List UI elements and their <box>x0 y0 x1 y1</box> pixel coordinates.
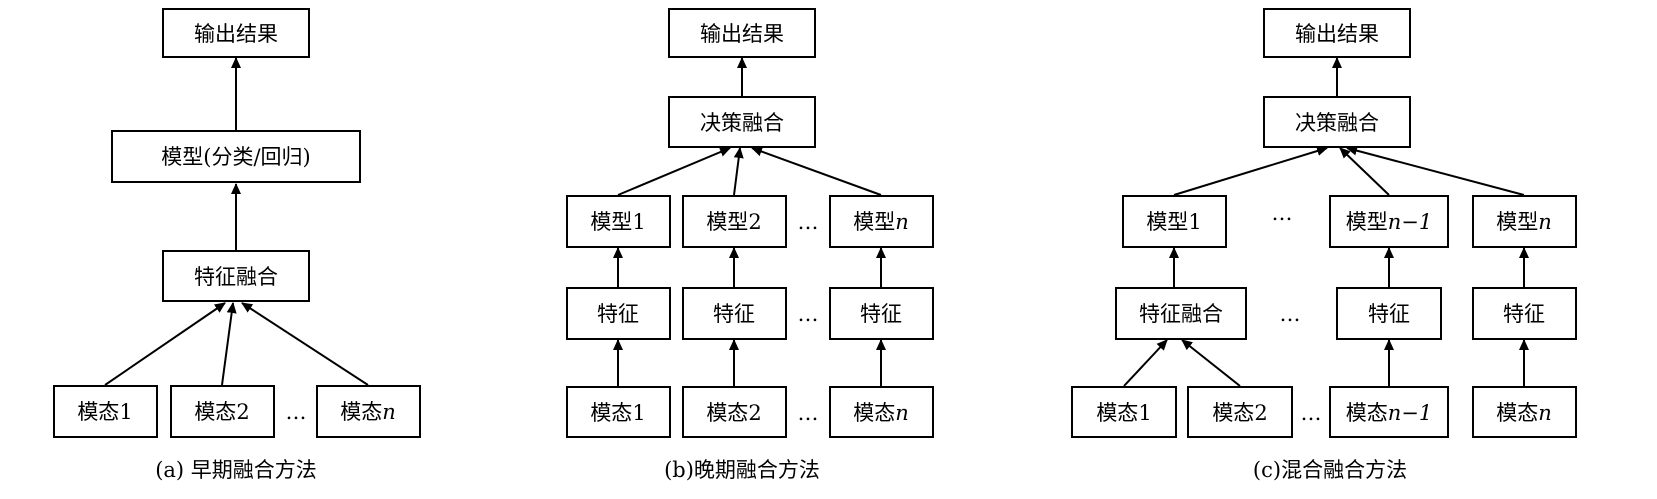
feature-label-b-1: 特征 <box>597 302 639 326</box>
output-box-b: 输出结果 <box>668 8 816 58</box>
modality-box-c-n1: 模态n−1 <box>1329 386 1449 438</box>
arrow-model2-to-decision-b <box>733 147 744 196</box>
decision-label-b: 决策融合 <box>700 111 784 135</box>
arrow-modn-to-fusion-a <box>241 302 369 386</box>
feature-box-c-n: 特征 <box>1472 287 1577 340</box>
diagram-a: 输出结果 模型(分类/回归) 特征融合 模态1 模态2 … 模态n (a) 早期… <box>53 8 421 482</box>
model-label-b-n: 模型n <box>853 210 909 234</box>
ellipsis-b-models: … <box>798 210 819 234</box>
feature-box-b-2: 特征 <box>682 287 787 340</box>
modality-label-c-n: 模态n <box>1496 401 1552 425</box>
feature-box-c-n1: 特征 <box>1336 287 1442 340</box>
feature-label-b-2: 特征 <box>713 302 755 326</box>
modality-box-b-n: 模态n <box>829 386 934 438</box>
feature-fusion-label-c: 特征融合 <box>1139 302 1223 326</box>
fusion-box-a: 特征融合 <box>162 250 310 302</box>
modality-box-b-1: 模态1 <box>566 386 671 438</box>
output-box-a: 输出结果 <box>162 8 310 58</box>
modality-box-a-1: 模态1 <box>53 385 158 438</box>
arrow-modeln-to-decision-b <box>751 146 882 196</box>
ellipsis-c-models: … <box>1272 201 1293 225</box>
decision-label-c: 决策融合 <box>1295 111 1379 135</box>
output-label-a: 输出结果 <box>194 22 278 46</box>
ellipsis-b-features: … <box>798 302 819 326</box>
model-box-c-n1: 模型n−1 <box>1329 195 1449 248</box>
model-label-c-1: 模型1 <box>1146 210 1201 234</box>
model-label-b-1: 模型1 <box>590 210 645 234</box>
model-label-b-2: 模型2 <box>706 210 761 234</box>
model-label-c-n1: 模型n−1 <box>1346 210 1432 234</box>
model-box-b-n: 模型n <box>829 195 934 248</box>
feature-label-b-n: 特征 <box>860 302 902 326</box>
modality-label-c-2: 模态2 <box>1212 401 1267 425</box>
caption-b: (b)晚期融合方法 <box>664 458 820 482</box>
ellipsis-b-modalities: … <box>798 401 819 425</box>
modality-label-b-n: 模态n <box>853 401 909 425</box>
model-label-c-n: 模型n <box>1496 210 1552 234</box>
modality-label-b-1: 模态1 <box>590 401 645 425</box>
feature-label-c-n1: 特征 <box>1368 302 1410 326</box>
output-label-b: 输出结果 <box>700 22 784 46</box>
arrow-mod1-to-fusion-a <box>104 302 226 386</box>
modality-box-b-2: 模态2 <box>682 386 787 438</box>
modality-box-c-n: 模态n <box>1472 386 1577 438</box>
ellipsis-c-features: … <box>1280 302 1301 326</box>
fusion-label-a: 特征融合 <box>194 265 278 289</box>
model-box-b-2: 模型2 <box>682 195 787 248</box>
arrow-modeln1-to-decision-c <box>1339 147 1390 196</box>
arrow-model1-to-decision-b <box>617 147 731 196</box>
feature-box-b-1: 特征 <box>566 287 671 340</box>
modality-box-a-n: 模态n <box>316 385 421 438</box>
modality-box-a-2: 模态2 <box>170 385 275 438</box>
feature-label-c-n: 特征 <box>1503 302 1545 326</box>
diagram-c: 输出结果 决策融合 模型1 … 模型n−1 模型n 特征融合 … 特征 <box>1071 8 1577 482</box>
output-label-c: 输出结果 <box>1295 22 1379 46</box>
decision-box-b: 决策融合 <box>668 96 816 148</box>
decision-box-c: 决策融合 <box>1263 96 1411 148</box>
ellipsis-a: … <box>286 400 307 424</box>
feature-box-b-n: 特征 <box>829 287 934 340</box>
model-box-b-1: 模型1 <box>566 195 671 248</box>
arrow-model1-to-decision-c <box>1173 146 1328 196</box>
modality-box-c-2: 模态2 <box>1187 386 1293 438</box>
modality-label-a-2: 模态2 <box>194 400 249 424</box>
model-box-c-1: 模型1 <box>1122 195 1227 248</box>
ellipsis-c-modalities: … <box>1301 401 1322 425</box>
model-box-a: 模型(分类/回归) <box>111 130 361 183</box>
feature-fusion-box-c: 特征融合 <box>1115 287 1247 340</box>
modality-label-a-1: 模态1 <box>77 400 132 424</box>
arrow-modeln-to-decision-c <box>1346 145 1525 196</box>
caption-a: (a) 早期融合方法 <box>155 458 317 482</box>
arrow-mod1-to-fusion-c <box>1123 339 1168 387</box>
modality-label-b-2: 模态2 <box>706 401 761 425</box>
modality-label-a-n: 模态n <box>340 400 396 424</box>
modality-box-c-1: 模态1 <box>1071 386 1177 438</box>
arrow-mod2-to-fusion-a <box>221 302 237 386</box>
arrow-mod2-to-fusion-c <box>1181 339 1241 387</box>
diagram-b: 输出结果 决策融合 模型1 模型2 … 模型n 特征 特征 … <box>566 8 934 482</box>
modality-label-c-n1: 模态n−1 <box>1346 401 1432 425</box>
model-label-a: 模型(分类/回归) <box>161 145 310 169</box>
caption-c: (c)混合融合方法 <box>1253 458 1407 482</box>
modality-label-c-1: 模态1 <box>1096 401 1151 425</box>
model-box-c-n: 模型n <box>1472 195 1577 248</box>
output-box-c: 输出结果 <box>1263 8 1411 58</box>
